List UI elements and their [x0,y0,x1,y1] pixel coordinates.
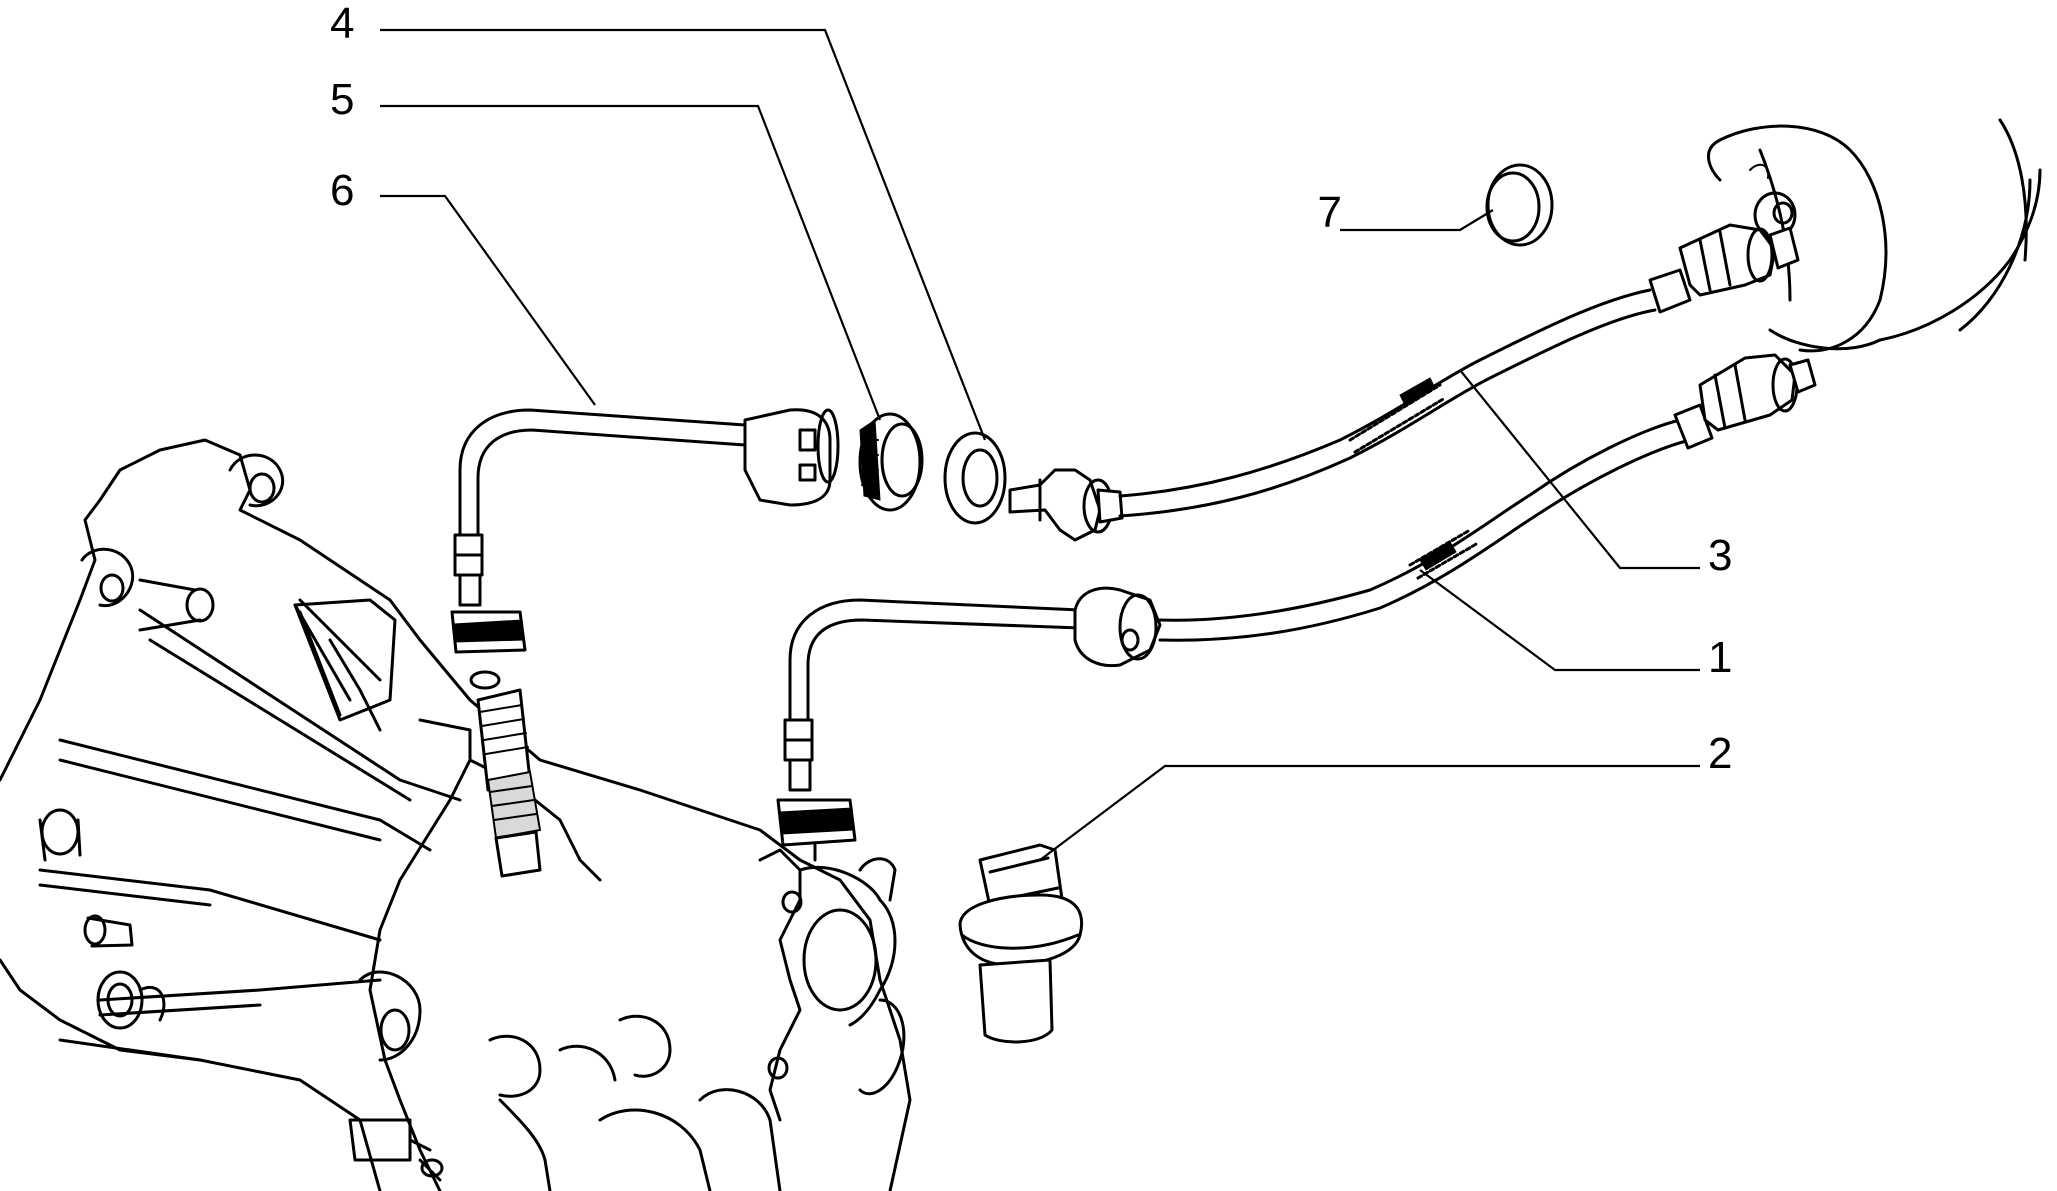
callout-2: 2 [1708,729,1732,778]
callout-6: 6 [330,166,354,215]
part-5-knurled-nut [858,412,924,512]
callout-3: 3 [1708,531,1732,580]
part-1-speedometer-cable-lower [776,353,1817,862]
callout-5: 5 [330,75,354,124]
callout-1: 1 [1708,633,1732,682]
part-4-seal-washer [943,431,1007,525]
callout-4: 4 [330,0,354,48]
callout-labels: 4 5 6 7 3 1 2 [330,0,1732,778]
gearbox-housing [0,438,912,1191]
part-2-speed-sensor [958,843,1084,1044]
part-6-drive-cable [450,408,840,878]
leader-lines [380,28,1700,861]
part-7-plug-cap [1485,163,1554,247]
speedometer-housing [1707,118,2042,353]
part-3-speedometer-cable-upper [1008,223,1800,542]
callout-7: 7 [1318,188,1342,237]
